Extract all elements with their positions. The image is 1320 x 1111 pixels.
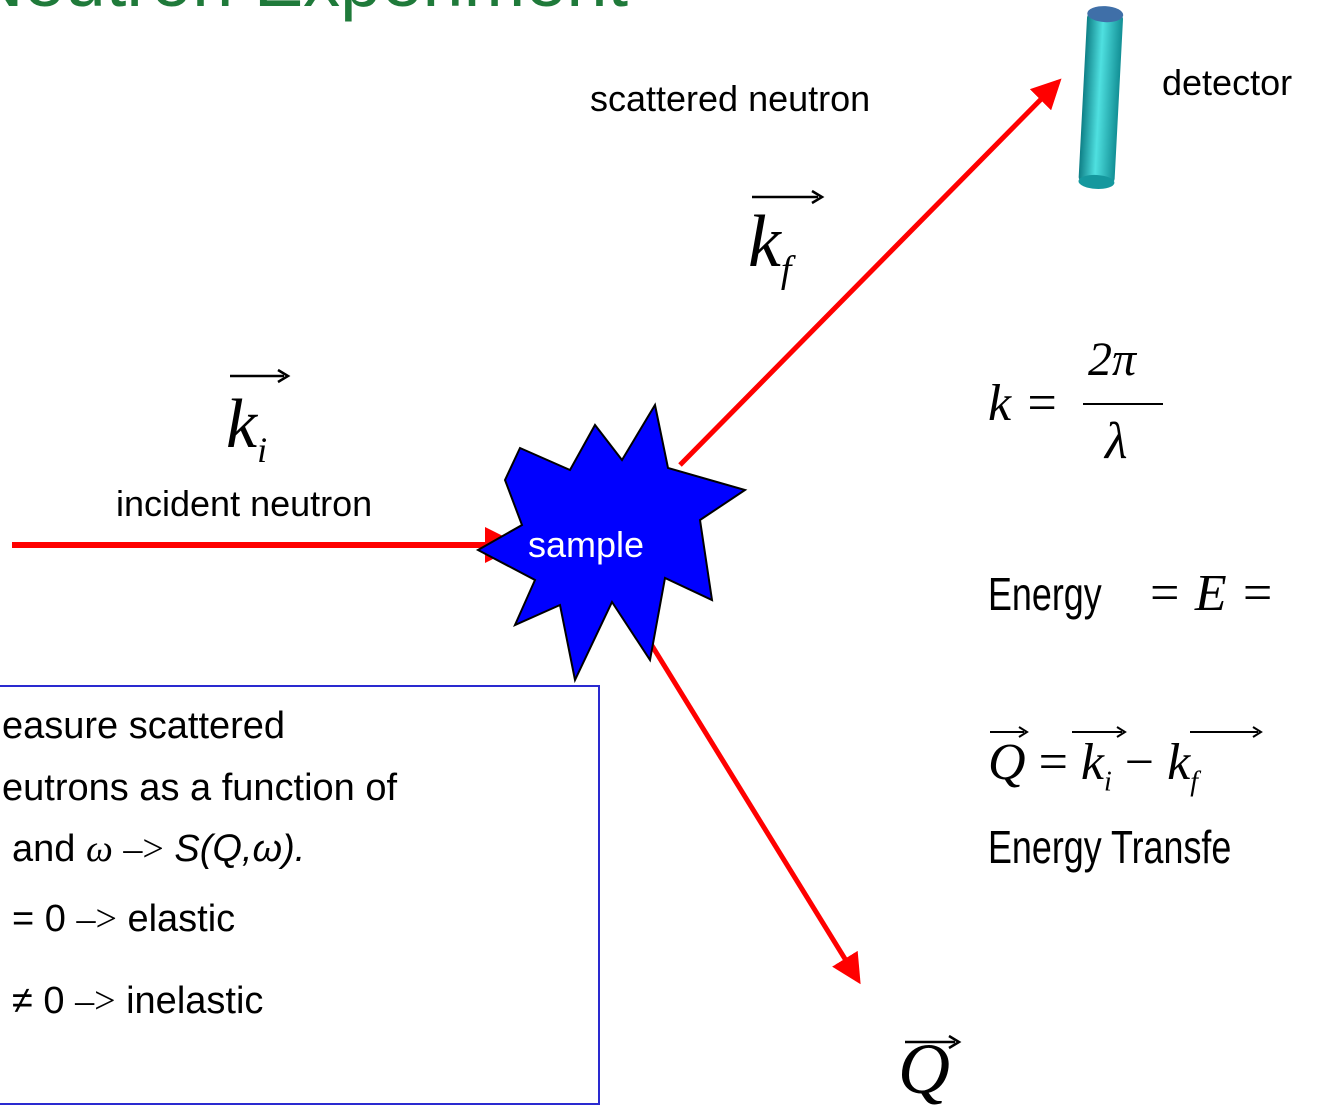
- box-line-3: and ω –> S(Q,ω).: [12, 828, 306, 870]
- incident-neutron-label: incident neutron: [116, 483, 373, 524]
- q-vector-arrow: [905, 1034, 962, 1050]
- measurement-textbox: easure scattered eutrons as a function o…: [0, 685, 600, 1105]
- energy-equation: Energy = E =: [988, 565, 1275, 622]
- box-line-2: eutrons as a function of: [2, 767, 398, 809]
- q-equation: Q = ki − kf: [988, 734, 1198, 798]
- slide-title: Neutron Experiment: [0, 0, 628, 23]
- sample-label: sample: [528, 524, 645, 565]
- box-line-4: = 0 –> elastic: [12, 898, 236, 940]
- energy-transfer-label: Energy Transfe: [988, 821, 1232, 873]
- box-line-5: ≠ 0 –> inelastic: [12, 980, 264, 1022]
- detector-label: detector: [1162, 62, 1293, 103]
- scattered-neutron-label: scattered neutron: [590, 78, 871, 119]
- kf-vector-arrow: [752, 189, 825, 205]
- q-arrow: [627, 608, 861, 985]
- scattered-arrow: [678, 78, 1062, 467]
- k-equation-denominator: λ: [1105, 413, 1128, 470]
- eq-q-arrow: [990, 726, 1263, 738]
- detector-icon: [1078, 6, 1124, 189]
- kf-symbol: kf: [748, 201, 792, 291]
- k-equation-numerator: 2π: [1088, 333, 1137, 386]
- q-symbol: Q: [898, 1029, 950, 1109]
- ki-vector-arrow: [230, 368, 291, 384]
- k-equation-lhs: k =: [988, 375, 1060, 432]
- box-line-1: easure scattered: [2, 705, 286, 747]
- sample-starburst: [475, 402, 748, 684]
- ki-symbol: ki: [226, 386, 268, 470]
